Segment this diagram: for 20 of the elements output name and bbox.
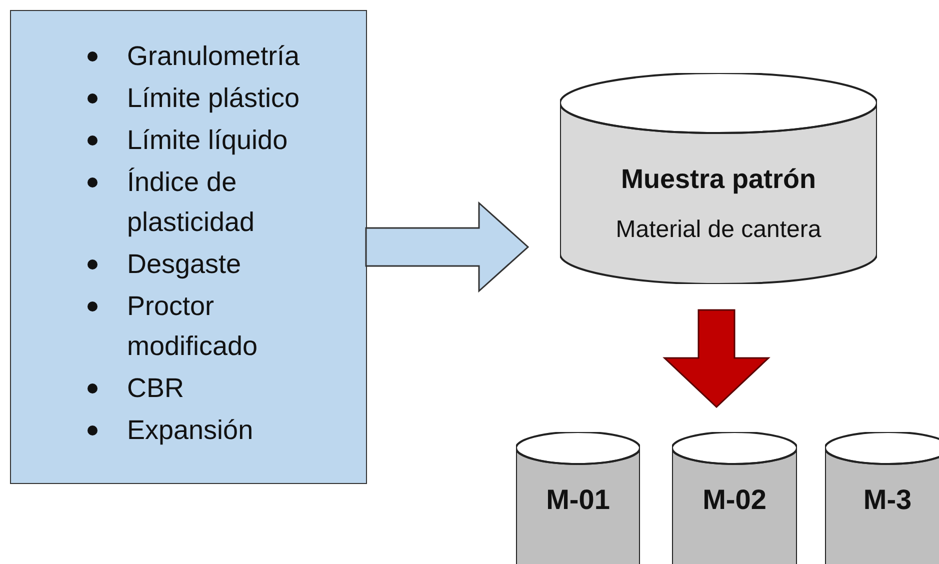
list-item: Límite plástico <box>127 83 300 113</box>
cylinder-shape <box>825 432 939 564</box>
list-item: Desgaste <box>127 249 242 279</box>
cylinder-label: M-3 <box>862 484 913 516</box>
cylinder-shape <box>516 432 640 564</box>
cylinder-shape <box>672 432 797 564</box>
cylinder-shape <box>560 73 877 284</box>
list-item: Granulometría <box>127 41 300 71</box>
block-arrow <box>662 309 770 408</box>
cylinder-label: M-01 <box>545 484 611 516</box>
cylinder-title: Muestra patrón <box>620 164 818 195</box>
block-arrow <box>365 201 530 293</box>
text-box <box>10 10 367 484</box>
list-item: Índice de plasticidad <box>127 167 255 237</box>
cylinder-subtitle: Material de cantera <box>614 216 822 244</box>
list-item: CBR <box>127 373 184 403</box>
list-item: Proctor modificado <box>127 291 258 361</box>
cylinder-label: M-02 <box>702 484 768 516</box>
list-item: Límite líquido <box>127 125 288 155</box>
list-item: Expansión <box>127 415 254 445</box>
